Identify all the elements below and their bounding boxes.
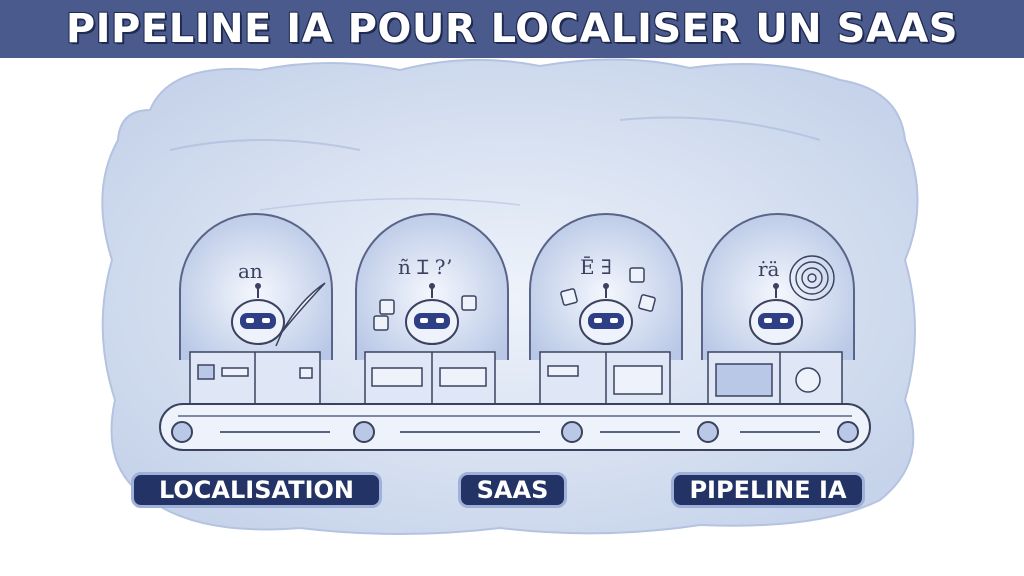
page-title: PIPELINE IA POUR LOCALISER UN SAAS bbox=[65, 6, 959, 52]
svg-text:an: an bbox=[238, 259, 263, 283]
label-localisation: LOCALISATION bbox=[131, 472, 382, 508]
spiral-icon bbox=[789, 255, 835, 301]
floating-glyphs: an ñ Ɪ ?ʼ Ē ∃ ṙä bbox=[238, 255, 780, 283]
robot-2 bbox=[405, 283, 459, 345]
ui-panels bbox=[189, 351, 843, 405]
robot-3 bbox=[579, 283, 633, 345]
svg-text:ṙä: ṙä bbox=[758, 257, 780, 281]
svg-text:ñ Ɪ ?ʼ: ñ Ɪ ?ʼ bbox=[398, 255, 452, 279]
label-saas: SAAS bbox=[458, 472, 567, 508]
svg-text:Ē ∃: Ē ∃ bbox=[580, 255, 612, 279]
robot-4 bbox=[749, 283, 803, 345]
glass-domes bbox=[179, 213, 855, 360]
title-banner: PIPELINE IA POUR LOCALISER UN SAAS bbox=[0, 0, 1024, 58]
label-pipeline-ia: PIPELINE IA bbox=[671, 472, 865, 508]
robot-1 bbox=[231, 283, 285, 345]
robots bbox=[231, 283, 803, 345]
floating-cards-icon bbox=[373, 267, 656, 331]
conveyor-belt bbox=[159, 403, 871, 451]
